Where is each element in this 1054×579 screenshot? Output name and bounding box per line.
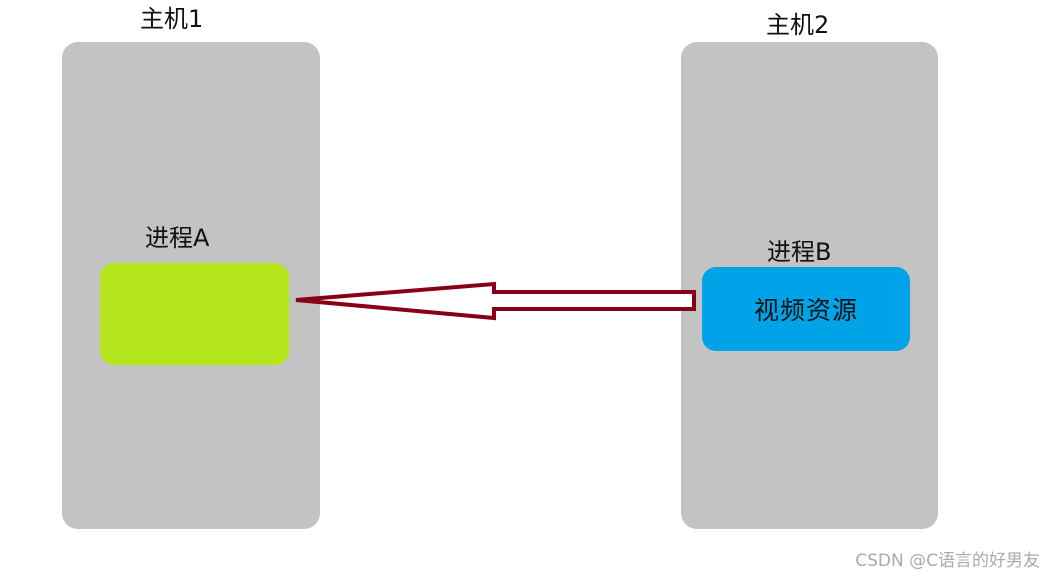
process-b-label: 进程B (767, 238, 832, 266)
process-a-label: 进程A (145, 224, 210, 252)
process-a-box (100, 263, 289, 365)
host-2-title: 主机2 (766, 11, 830, 39)
video-resource-label: 视频资源 (753, 296, 858, 325)
process-b-box: 视频资源 (702, 267, 910, 351)
host-1-title: 主机1 (140, 5, 204, 33)
watermark: CSDN @C语言的好男友 (855, 551, 1040, 571)
arrow-shape (295, 281, 696, 321)
